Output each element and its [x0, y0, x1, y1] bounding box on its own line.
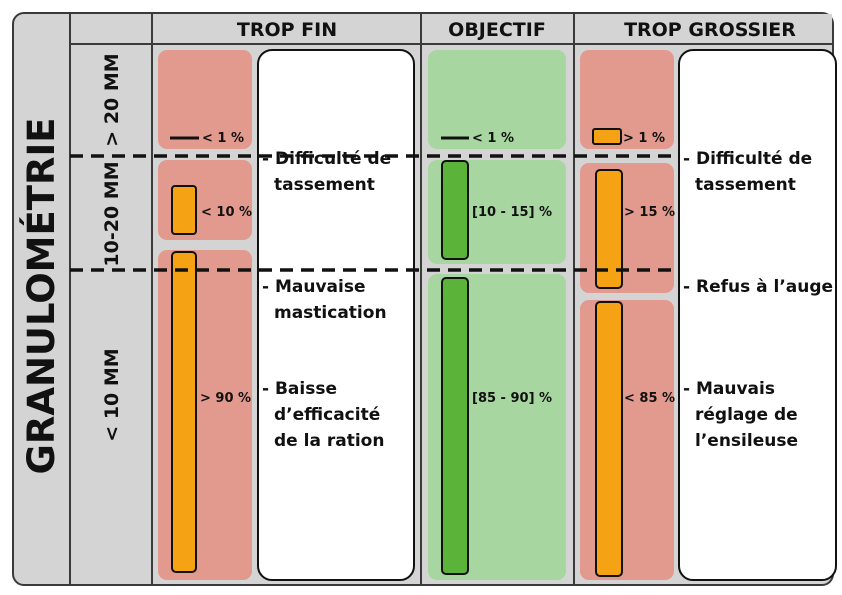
- gros-zone-mid: [580, 163, 674, 293]
- fin-note-2-line-2: mastication: [274, 303, 387, 323]
- gros-note-1-line-2: tassement: [695, 175, 796, 195]
- header-trop-fin: TROP FIN: [237, 19, 337, 41]
- obj-bar-lt10: [441, 277, 469, 575]
- gros-note-3-line-1: - Mauvais: [683, 379, 775, 399]
- fin-bar-lt10: [171, 251, 197, 573]
- fin-value-lt10: > 90 %: [200, 391, 251, 406]
- fin-note-1-line-2: tassement: [274, 175, 375, 195]
- page-title: GRANULOMÉTRIE: [19, 117, 63, 474]
- fin-value-gt20: < 1 %: [202, 131, 244, 146]
- fin-value-mid: < 10 %: [201, 205, 252, 220]
- fin-note-3-line-3: de la ration: [274, 431, 384, 451]
- gros-note-2-line-1: - Refus à l’auge: [683, 277, 833, 297]
- row-label-gt20: > 20 MM: [101, 53, 123, 146]
- header-band: [70, 14, 832, 44]
- fin-notes-box: [257, 49, 415, 581]
- gros-value-mid: > 15 %: [624, 205, 675, 220]
- gros-bar-mid: [595, 169, 623, 289]
- gros-note-1-line-1: - Difficulté de: [683, 149, 812, 169]
- fin-note-3-line-2: d’efficacité: [274, 405, 380, 425]
- fin-zone-gt20: [158, 50, 252, 149]
- obj-zone-gt20: [428, 50, 566, 149]
- gros-bar-lt10: [595, 301, 623, 577]
- obj-value-mid: [10 - 15] %: [472, 205, 552, 220]
- gros-zone-gt20: [580, 50, 674, 149]
- fin-note-2-line-1: - Mauvaise: [262, 277, 366, 297]
- gros-note-3-line-2: réglage de: [695, 405, 798, 425]
- gros-zone-lt10: [580, 300, 674, 580]
- gros-note-3-line-3: l’ensileuse: [695, 431, 798, 451]
- obj-value-gt20: < 1 %: [472, 131, 514, 146]
- fin-note-3-line-1: - Baisse: [262, 379, 337, 399]
- header-objectif: OBJECTIF: [448, 19, 546, 41]
- header-trop-grossier: TROP GROSSIER: [624, 19, 796, 41]
- fin-note-1-line-1: - Difficulté de: [262, 149, 391, 169]
- gros-value-lt10: < 85 %: [624, 391, 675, 406]
- fin-bar-mid: [171, 185, 197, 235]
- gros-notes-box: [678, 49, 837, 581]
- gros-bar-gt20: [592, 128, 622, 145]
- row-label-mid: 10-20 MM: [101, 161, 123, 266]
- row-label-lt10: < 10 MM: [101, 348, 123, 441]
- obj-value-lt10: [85 - 90] %: [472, 391, 552, 406]
- obj-bar-mid: [441, 160, 469, 260]
- gros-value-gt20: > 1 %: [623, 131, 665, 146]
